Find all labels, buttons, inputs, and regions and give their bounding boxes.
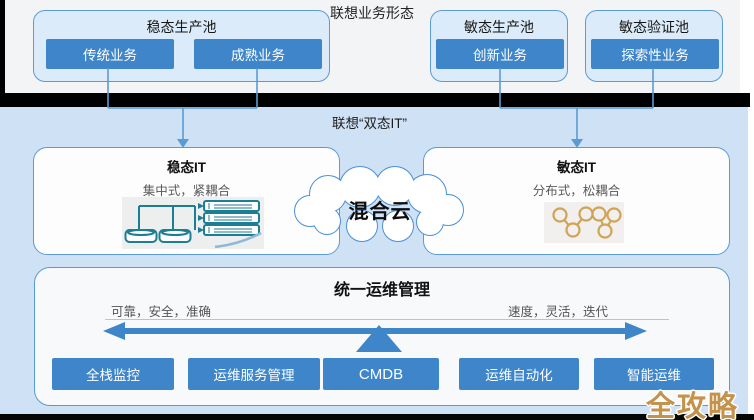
business-forms-label: 联想业务形态: [330, 5, 414, 21]
server-tree-icon: [122, 197, 264, 249]
node-exploratory-business: 探索性业务: [591, 39, 719, 69]
agile-it-subtitle: 分布式，松耦合: [532, 184, 621, 198]
agile-validation-pool: 敏态验证池 探索性业务: [585, 10, 723, 82]
stable-it-title: 稳态IT: [167, 160, 206, 175]
hybrid-cloud-label: 混合云: [348, 201, 412, 223]
middle-letterbox-bar: [0, 93, 750, 107]
pool-title: 敏态生产池: [464, 19, 534, 35]
node-ops-automation: 运维自动化: [459, 358, 579, 390]
agile-it-title: 敏态IT: [557, 160, 596, 175]
node-innovative-business: 创新业务: [436, 39, 564, 69]
unified-ops-panel: 统一运维管理 可靠，安全，准确 速度，灵活，迭代 全栈监控 运维服务管理 CMD…: [34, 267, 730, 406]
agile-it-box: 敏态IT 分布式，松耦合: [423, 147, 730, 255]
stable-production-pool: 稳态生产池 传统业务 成熟业务: [33, 10, 330, 82]
node-traditional-business: 传统业务: [46, 39, 174, 69]
node-intelligent-ops: 智能运维: [594, 358, 714, 390]
left-letterbox-bar: [0, 0, 5, 93]
watermark: 全攻略: [646, 391, 740, 420]
node-mature-business: 成熟业务: [194, 39, 322, 69]
bottom-letterbox-bar: [0, 414, 754, 420]
stable-it-subtitle: 集中式，紧耦合: [142, 184, 231, 198]
ops-left-label: 可靠，安全，准确: [111, 305, 212, 319]
node-ops-service-management: 运维服务管理: [188, 358, 320, 390]
ops-right-label: 速度，灵活，迭代: [508, 305, 609, 319]
dual-state-it-label: 联想“双态IT”: [332, 116, 407, 131]
network-nodes-icon: [544, 202, 624, 243]
ops-panel-title: 统一运维管理: [333, 282, 430, 299]
pool-title: 敏态验证池: [619, 19, 689, 35]
pool-title: 稳态生产池: [146, 19, 217, 35]
node-cmdb: CMDB: [323, 358, 439, 390]
agile-production-pool: 敏态生产池 创新业务: [430, 10, 568, 82]
ops-divider-line: [105, 319, 669, 320]
stable-it-box: 稳态IT 集中式，紧耦合: [33, 147, 340, 255]
node-full-stack-monitoring: 全栈监控: [52, 358, 174, 390]
